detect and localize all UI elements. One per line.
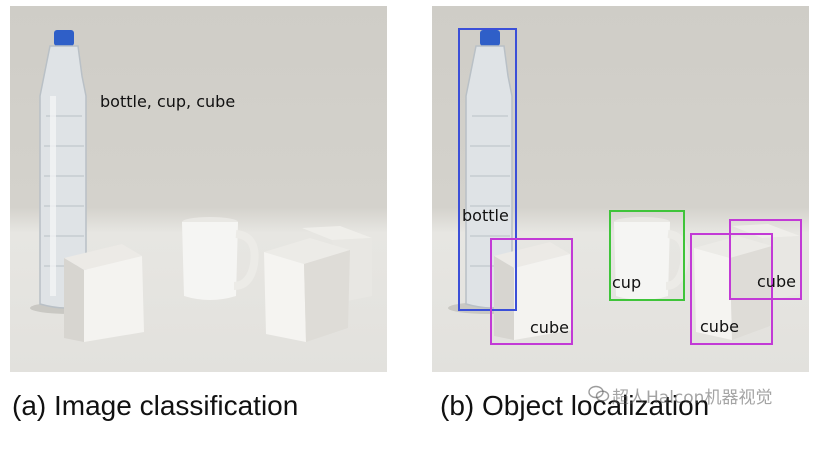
localization-photo: bottle cube cup cube cube xyxy=(432,6,809,372)
bounding-box-cup xyxy=(609,210,685,301)
bounding-box-cube xyxy=(490,238,573,345)
bounding-box-cube xyxy=(729,219,802,300)
cube-object xyxy=(64,244,144,342)
bounding-box-cube xyxy=(690,233,773,345)
scene-a xyxy=(30,30,372,342)
bounding-box-label: cube xyxy=(757,272,796,291)
cube-object xyxy=(494,242,572,340)
classification-photo: bottle, cup, cube xyxy=(10,6,387,372)
bounding-box-bottle xyxy=(458,28,517,311)
caption-image-classification: (a) Image classification xyxy=(12,390,299,421)
cube-object-front xyxy=(264,238,350,342)
scene-b xyxy=(448,30,800,340)
bounding-box-label: cube xyxy=(700,317,739,336)
bounding-box-label: cup xyxy=(612,273,642,292)
bounding-box-label: cube xyxy=(530,318,569,337)
wechat-icon xyxy=(588,385,610,402)
caption-object-localization: (b) Object localization xyxy=(440,390,710,421)
cup-object xyxy=(182,217,259,300)
bounding-box-label: bottle xyxy=(462,206,509,225)
watermark-text: 超人Halcon机器视觉 xyxy=(612,388,773,408)
cube-object-front xyxy=(694,236,772,340)
classification-label: bottle, cup, cube xyxy=(100,92,236,111)
